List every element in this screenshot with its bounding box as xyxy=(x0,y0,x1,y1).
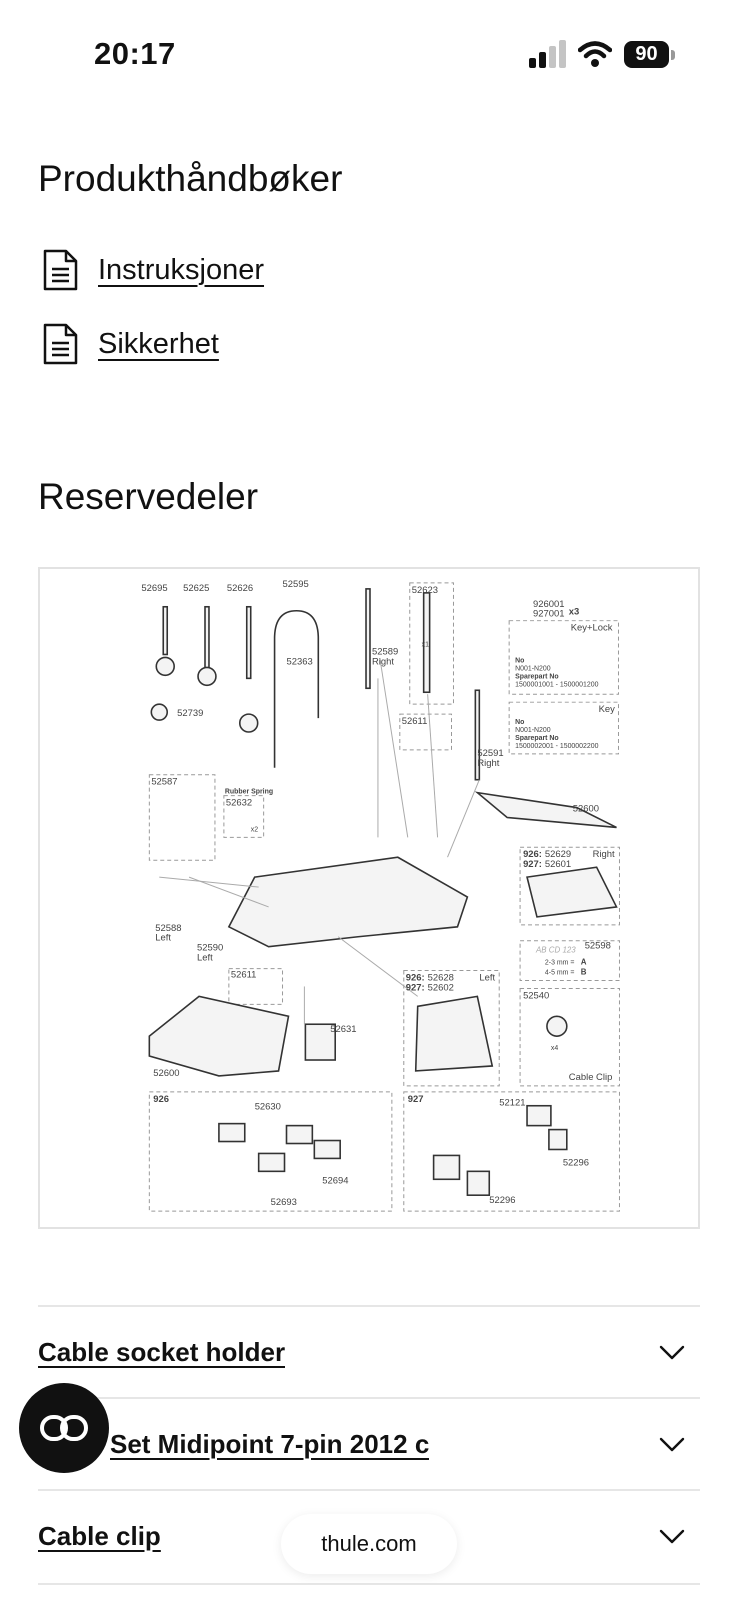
manual-link-instructions[interactable]: Instruksjoner xyxy=(38,246,264,294)
part-label: Right xyxy=(593,849,615,860)
plate-label: AB CD 123 xyxy=(535,946,576,955)
quantity-label: x1 xyxy=(422,642,429,649)
part-label: 52631 xyxy=(330,1024,356,1035)
part-label: 926: xyxy=(406,972,425,983)
part-label: 1500002001 - 1500002200 xyxy=(515,743,598,750)
url-text: thule.com xyxy=(321,1531,417,1556)
spare-part-item-set-midipoint[interactable]: Set Midipoint 7-pin 2012 c xyxy=(38,1397,700,1489)
part-label: 4-5 mm = xyxy=(545,970,575,977)
manuals-title: Produkthåndbøker xyxy=(38,158,343,199)
part-label: B xyxy=(581,968,587,977)
part-label: N001-N200 xyxy=(515,727,551,734)
part-label: Right xyxy=(477,758,499,769)
part-label: 926 xyxy=(153,1094,169,1105)
part-label: 926: xyxy=(523,849,542,860)
spare-parts-title: Reservedeler xyxy=(38,476,259,517)
spare-parts-diagram: 52695 52625 52626 52595 52623 x1 926001 … xyxy=(38,567,700,1229)
part-label: 52601 xyxy=(545,859,571,870)
part-label: Cable Clip xyxy=(569,1072,613,1083)
part-label: 52626 xyxy=(227,583,253,594)
list-divider xyxy=(38,1583,700,1585)
part-label: Rubber Spring xyxy=(225,789,273,796)
part-label: 52589 xyxy=(372,646,398,657)
part-label: 52588 xyxy=(155,923,181,934)
quantity-label: x2 xyxy=(251,826,258,833)
part-label: 52611 xyxy=(231,970,257,981)
part-label: 52694 xyxy=(322,1175,348,1186)
part-label: 52587 xyxy=(151,777,177,788)
part-label: Left xyxy=(197,953,213,964)
status-time: 20:17 xyxy=(94,36,176,71)
document-icon xyxy=(43,249,78,291)
browser-url-pill[interactable]: thule.com xyxy=(281,1514,457,1574)
part-label: 52296 xyxy=(489,1195,515,1206)
part-label: 52611 xyxy=(402,716,428,727)
part-label: 52595 xyxy=(283,579,309,590)
spare-part-label: Cable socket holder xyxy=(38,1336,286,1367)
part-label: 927001 xyxy=(533,609,565,620)
part-label: Right xyxy=(372,656,394,667)
chevron-down-icon xyxy=(659,1529,685,1544)
part-label: 52695 xyxy=(141,583,167,594)
quantity-label: x3 xyxy=(569,607,580,618)
part-label: 52591 xyxy=(477,748,503,759)
wifi-icon xyxy=(578,41,612,67)
part-label: 52602 xyxy=(428,982,454,993)
status-bar: 20:17 90 xyxy=(0,0,738,100)
document-icon xyxy=(43,323,78,365)
part-label: 52623 xyxy=(412,585,438,596)
manual-link-safety[interactable]: Sikkerhet xyxy=(38,320,219,368)
part-label: 52600 xyxy=(573,804,599,815)
part-label: 927: xyxy=(406,982,425,993)
part-label: 52540 xyxy=(523,990,549,1001)
part-label: 52121 xyxy=(499,1098,525,1109)
part-label: 52739 xyxy=(177,708,203,719)
quantity-label: x4 xyxy=(551,1045,558,1052)
part-label: A xyxy=(581,958,587,967)
manual-link-label: Sikkerhet xyxy=(98,327,219,360)
part-label: Left xyxy=(479,972,495,983)
part-label: Sparepart No xyxy=(515,673,559,680)
battery-level: 90 xyxy=(624,41,669,68)
part-label: No xyxy=(515,657,524,664)
part-label: 1500001001 - 1500001200 xyxy=(515,681,598,688)
part-label: 926001 xyxy=(533,599,565,610)
chevron-down-icon xyxy=(659,1437,685,1452)
part-label: 52600 xyxy=(153,1068,179,1079)
chat-button[interactable] xyxy=(19,1383,109,1473)
spare-part-label: Set Midipoint 7-pin 2012 c xyxy=(110,1428,430,1459)
part-label: 52363 xyxy=(287,656,313,667)
part-label: 52296 xyxy=(563,1157,589,1168)
part-label: 52630 xyxy=(255,1102,281,1113)
part-label: 52632 xyxy=(226,798,252,809)
part-label: 52590 xyxy=(197,943,223,954)
part-label: 52598 xyxy=(585,941,611,952)
part-label: N001-N200 xyxy=(515,665,551,672)
spare-part-label: Cable clip xyxy=(38,1520,161,1551)
chevron-down-icon xyxy=(659,1345,685,1360)
part-label: 927: xyxy=(523,859,542,870)
chat-link-icon xyxy=(40,1415,88,1441)
part-label: 927 xyxy=(408,1094,424,1105)
cellular-signal-icon xyxy=(529,40,566,68)
part-label: Key+Lock xyxy=(571,623,613,634)
part-label: 52625 xyxy=(183,583,209,594)
spare-part-item-cable-clip[interactable]: Cable clip xyxy=(38,1489,700,1581)
part-label: 52693 xyxy=(271,1197,297,1208)
part-label: No xyxy=(515,719,524,726)
part-label: 52628 xyxy=(428,972,454,983)
battery-icon: 90 xyxy=(624,41,676,69)
part-label: Key xyxy=(599,704,616,715)
manual-link-label: Instruksjoner xyxy=(98,253,265,286)
part-label: 52629 xyxy=(545,849,571,860)
part-label: Sparepart No xyxy=(515,735,559,742)
spare-part-item-cable-socket-holder[interactable]: Cable socket holder xyxy=(38,1305,700,1397)
part-label: 2-3 mm = xyxy=(545,960,575,967)
part-label: Left xyxy=(155,933,171,944)
